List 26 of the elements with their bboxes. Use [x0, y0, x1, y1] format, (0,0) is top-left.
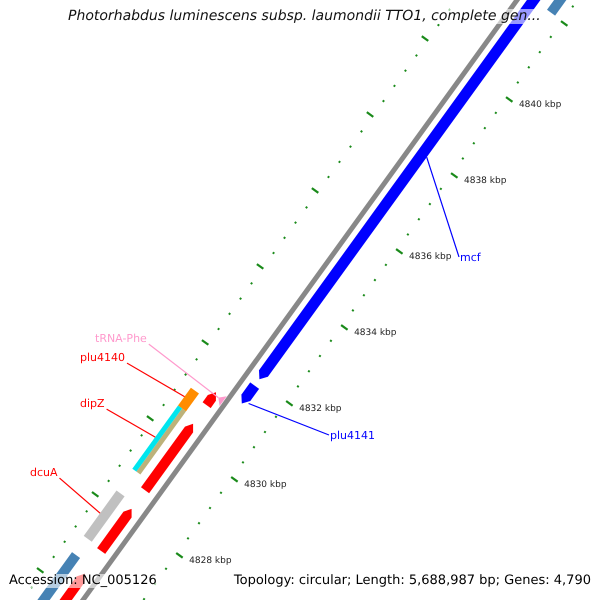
scale-label: 4840 kbp — [518, 101, 562, 112]
leader-line — [426, 157, 460, 258]
scale-label: 4834 kbp — [354, 329, 396, 340]
trna-marker — [218, 396, 227, 406]
scale-label: 4828 kbp — [189, 557, 232, 568]
scale-label: 4836 kbp — [409, 253, 452, 264]
gene-label: dcuA — [30, 467, 58, 480]
leader-line — [148, 344, 219, 398]
gene-bar — [84, 490, 125, 542]
gene-label: dipZ — [80, 398, 105, 410]
gene-bar — [178, 388, 199, 412]
scale-label: 4832 kbp — [299, 405, 342, 416]
map-title: Photorhabdus luminescens subsp. laumondii TTO1, complete gen... — [68, 9, 541, 24]
leader-line — [248, 402, 330, 436]
info-text: Topology: circular; Length: 5,688,987 bp; Genes: 4,790 — [234, 574, 591, 588]
gene-label: plu4140 — [80, 352, 126, 364]
gene-label: mcf — [460, 252, 481, 264]
leader-line — [59, 478, 100, 514]
gene-label: plu4141 — [330, 430, 376, 442]
scale-label: 4830 kbp — [244, 481, 287, 492]
info-text: Accession: NC_005126 — [9, 574, 157, 588]
leader-line — [106, 408, 156, 438]
leader-line — [126, 362, 185, 398]
scale-label: 4838 kbp — [464, 177, 506, 188]
gene-feature — [241, 382, 260, 404]
gene-label: tRNA-Phe — [95, 333, 147, 346]
